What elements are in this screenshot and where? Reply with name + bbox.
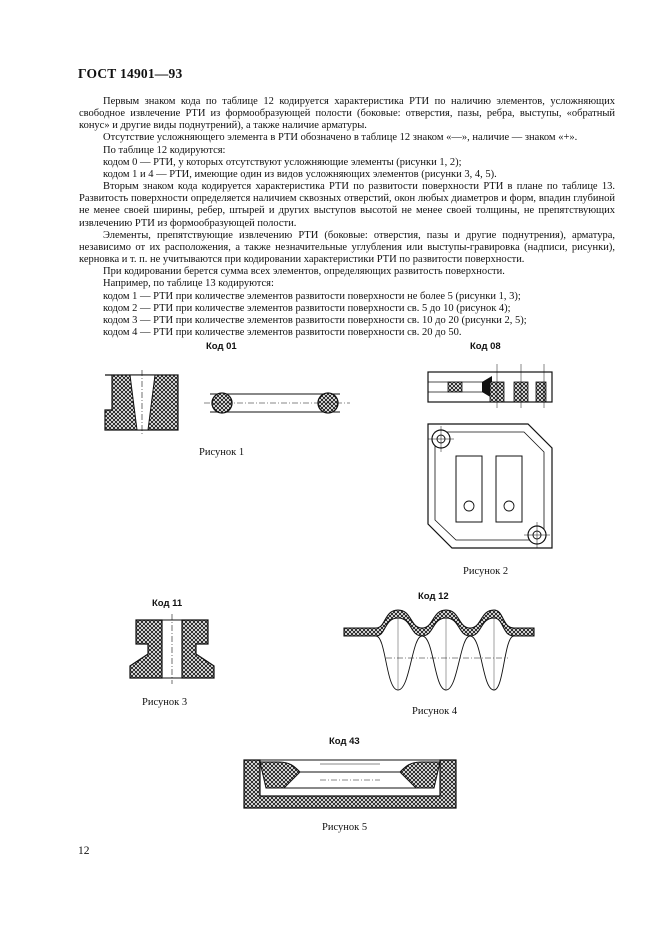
paragraph: Элементы, препятствующие извлечению РТИ … (79, 229, 615, 266)
paragraph: кодом 0 — РТИ, у которых отсутствуют усл… (103, 156, 462, 168)
paragraph: При кодировании берется сумма всех элеме… (103, 266, 505, 278)
figure-5-code: Код 43 (329, 736, 360, 747)
figure-4-code: Код 12 (418, 591, 449, 602)
figure-5-caption: Рисунок 5 (322, 822, 368, 833)
figure-1-code: Код 01 (206, 341, 237, 352)
paragraph: кодом 4 — РТИ при количестве элементов р… (103, 326, 462, 338)
figure-1-drawing (104, 370, 350, 436)
paragraph: кодом 3 — РТИ при количестве элементов р… (103, 314, 527, 326)
figure-2-plan-view (427, 423, 553, 549)
figure-1-section-part (104, 370, 179, 436)
paragraph: кодом 1 — РТИ при количестве элементов р… (103, 290, 521, 302)
figure-2-drawing (427, 364, 553, 549)
paragraph: Первым знаком кода по таблице 12 кодируе… (79, 96, 615, 132)
figure-5-drawing (243, 759, 457, 809)
figure-3-code: Код 11 (152, 598, 183, 609)
page-number: 12 (78, 845, 90, 857)
body-text: Первым знаком кода по таблице 12 кодируе… (79, 96, 615, 339)
paragraph: кодом 1 и 4 — РТИ, имеющие один из видов… (103, 168, 497, 180)
figure-2-side-section (427, 364, 553, 408)
figure-4-drawing (343, 609, 535, 691)
paragraph: Отсутствие усложняющего элемента в РТИ о… (103, 132, 578, 144)
figure-3-caption: Рисунок 3 (142, 697, 188, 708)
figure-3-drawing (129, 614, 215, 684)
figure-1-caption: Рисунок 1 (199, 447, 245, 458)
figure-4-caption: Рисунок 4 (412, 706, 458, 717)
paragraph: По таблице 12 кодируются: (103, 144, 226, 156)
paragraph: Например, по таблице 13 кодируются: (103, 278, 274, 290)
paragraph: Вторым знаком кода кодируется характерис… (79, 181, 615, 229)
paragraph: кодом 2 — РТИ при количестве элементов р… (103, 302, 511, 314)
document-header: ГОСТ 14901—93 (78, 66, 183, 81)
figure-1-ring (204, 392, 350, 414)
figure-2-code: Код 08 (470, 341, 501, 352)
figure-2-caption: Рисунок 2 (463, 566, 509, 577)
